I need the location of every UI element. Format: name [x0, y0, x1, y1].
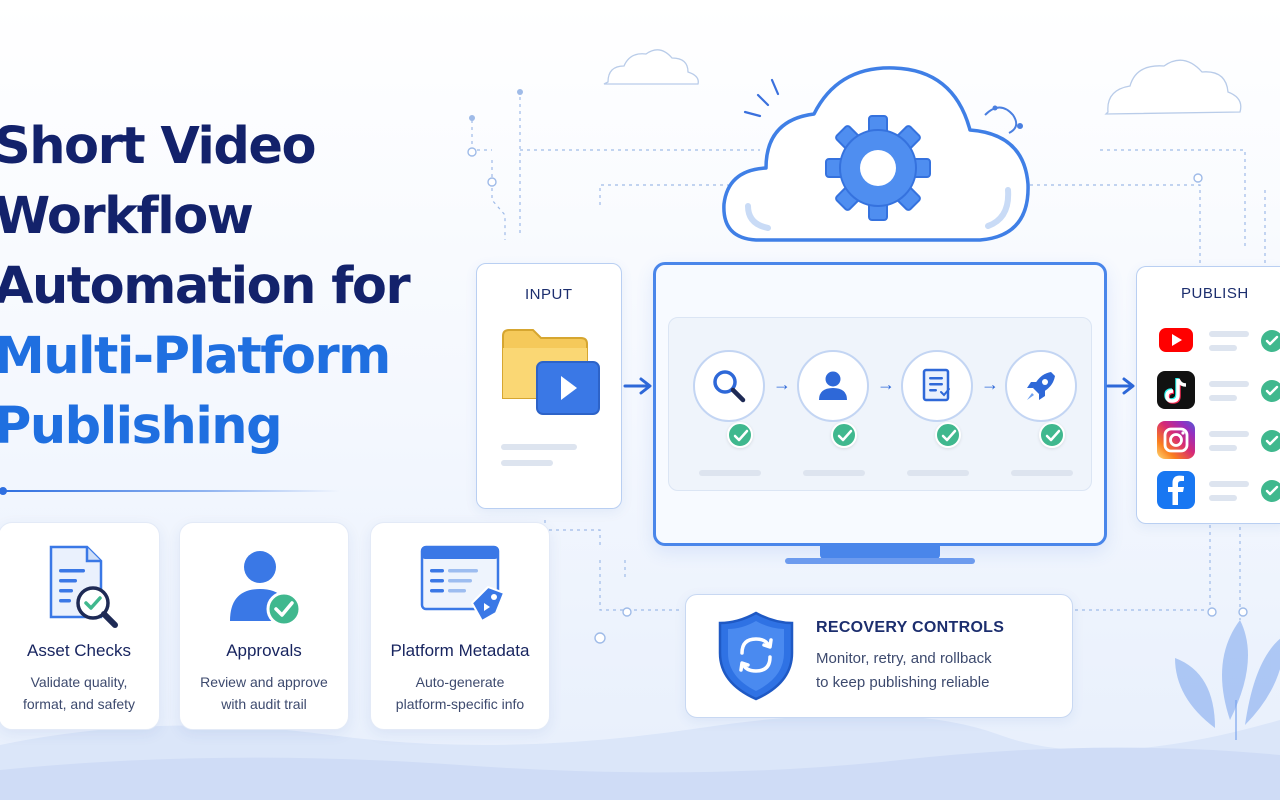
placeholder-bar — [1209, 495, 1237, 501]
check-icon — [1039, 422, 1065, 448]
publish-label: PUBLISH — [1181, 285, 1249, 302]
facebook-icon — [1157, 471, 1195, 509]
user-icon — [819, 371, 847, 400]
placeholder-bar — [1209, 381, 1249, 387]
placeholder-bar — [501, 460, 553, 466]
title-divider — [0, 487, 340, 495]
placeholder-bar — [907, 470, 969, 476]
feature-description: Review and approve with audit trail — [200, 674, 328, 712]
check-icon — [831, 422, 857, 448]
feature-card-approvals: Approvals Review and approve with audit … — [179, 522, 349, 730]
recovery-controls-panel: RECOVERY CONTROLS Monitor, retry, and ro… — [685, 594, 1073, 718]
check-icon — [1261, 330, 1280, 352]
user-approved-icon — [218, 541, 310, 638]
instagram-icon — [1157, 421, 1195, 459]
monitor-neck — [820, 545, 940, 559]
placeholder-bar — [501, 444, 577, 450]
document-search-icon — [33, 541, 125, 638]
youtube-icon — [1157, 321, 1195, 359]
check-icon — [935, 422, 961, 448]
recovery-title: RECOVERY CONTROLS — [816, 619, 1005, 636]
placeholder-bar — [1209, 331, 1249, 337]
placeholder-bar — [1011, 470, 1073, 476]
input-label: INPUT — [525, 286, 573, 303]
publish-panel: PUBLISH — [1136, 266, 1280, 524]
pipeline-screen: → → → — [668, 317, 1092, 491]
arrow-right-icon — [623, 377, 652, 395]
placeholder-bar — [1209, 395, 1237, 401]
check-icon — [727, 422, 753, 448]
pipeline-step-approval — [797, 350, 869, 422]
feature-title: Platform Metadata — [390, 641, 530, 660]
arrow-right-icon — [1106, 377, 1135, 395]
feature-description: Auto-generate platform-specific info — [395, 674, 525, 712]
pipeline-step-metadata — [901, 350, 973, 422]
title-line-2: Workflow — [0, 187, 254, 246]
monitor-base — [785, 558, 975, 564]
pipeline-step-review — [693, 350, 765, 422]
recovery-description: Monitor, retry, and rollback to keep pub… — [816, 650, 992, 691]
checklist-icon — [922, 368, 950, 402]
shield-refresh-icon — [714, 609, 798, 708]
feature-card-asset-checks: Asset Checks Validate quality, format, a… — [0, 522, 160, 730]
arrow-small-icon: → — [981, 374, 999, 394]
pipeline-monitor: → → → — [653, 262, 1107, 546]
browser-tag-icon — [410, 541, 510, 638]
input-panel: INPUT — [476, 263, 622, 509]
feature-title: Asset Checks — [27, 641, 131, 660]
pipeline-step-launch — [1005, 350, 1077, 422]
title-line-3: Automation for — [0, 257, 411, 316]
rocket-icon — [1027, 372, 1055, 400]
check-icon — [1261, 430, 1280, 452]
placeholder-bar — [803, 470, 865, 476]
page-title: Short Video Workflow Automation for Mult… — [0, 112, 464, 462]
feature-description: Validate quality, format, and safety — [22, 674, 136, 712]
placeholder-bar — [1209, 431, 1249, 437]
check-icon — [1261, 480, 1280, 502]
placeholder-bar — [1209, 481, 1249, 487]
tiktok-icon — [1157, 371, 1195, 409]
folder-video-icon — [499, 322, 603, 431]
feature-card-platform-metadata: Platform Metadata Auto-generate platform… — [370, 522, 550, 730]
search-icon — [713, 370, 746, 403]
title-line-1: Short Video — [0, 117, 317, 176]
cloud-gear-icon — [718, 58, 1036, 259]
feature-title: Approvals — [226, 641, 302, 660]
check-icon — [1261, 380, 1280, 402]
title-line-4: Multi-Platform — [0, 327, 391, 386]
arrow-small-icon: → — [773, 374, 791, 394]
arrow-small-icon: → — [877, 374, 895, 394]
placeholder-bar — [1209, 445, 1237, 451]
placeholder-bar — [1209, 345, 1237, 351]
title-line-5: Publishing — [0, 397, 283, 456]
placeholder-bar — [699, 470, 761, 476]
